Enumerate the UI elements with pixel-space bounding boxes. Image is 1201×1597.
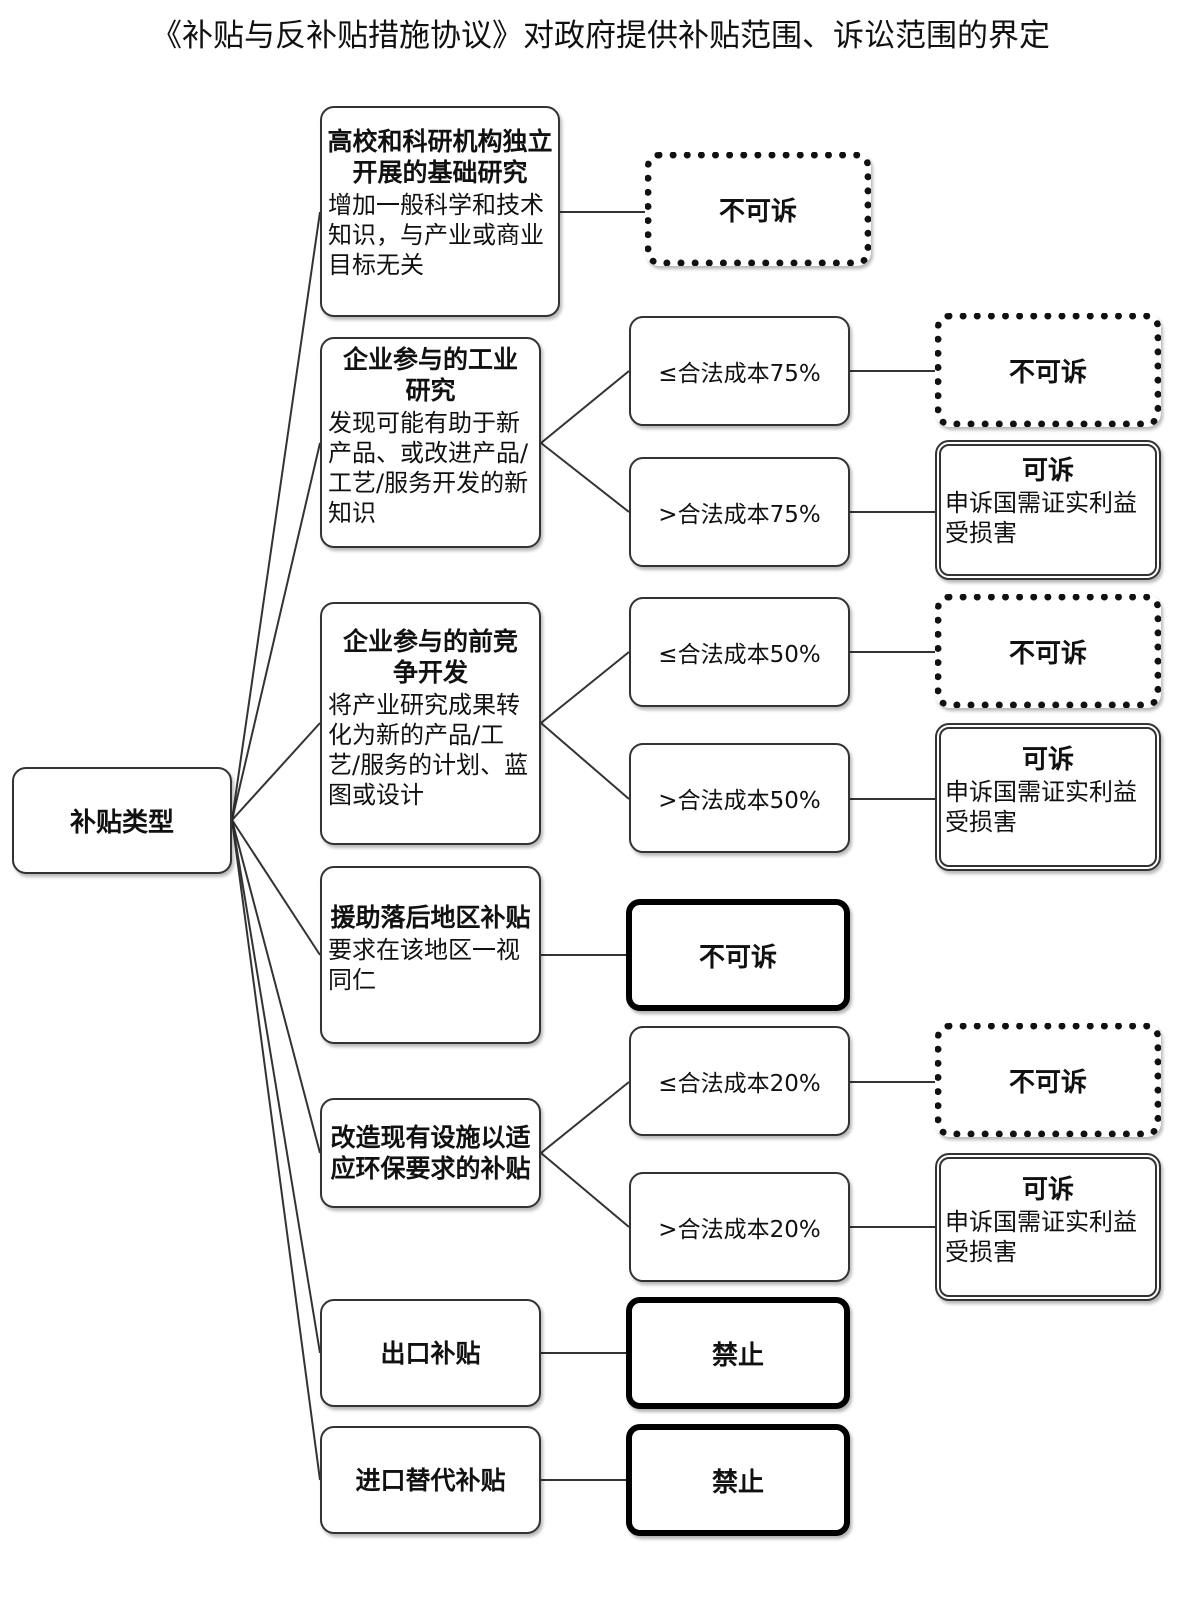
outcome-note: 申诉国需证实利益受损害: [945, 1208, 1137, 1266]
link-root-environmental: [231, 819, 321, 1154]
condition-precompetitive-high: >合法成本50%: [629, 743, 850, 853]
condition-industrial-high: >合法成本75%: [629, 457, 850, 567]
category-regional-aid: 援助落后地区补贴 要求在该地区一视同仁: [320, 866, 541, 1044]
outcome-export-prohibited: 禁止: [626, 1297, 850, 1409]
link-precomp-high: [540, 722, 630, 800]
category-title: 进口替代补贴: [355, 1465, 506, 1495]
link-root-export: [231, 819, 321, 1354]
category-basic-research: 高校和科研机构独立开展的基础研究 增加一般科学和技术知识，与产业或商业目标无关: [320, 106, 560, 317]
category-environmental-adaptation: 改造现有设施以适应环保要求的补贴: [320, 1098, 541, 1208]
outcome-title: 可诉: [1021, 1175, 1074, 1205]
condition-environmental-high: >合法成本20%: [629, 1172, 850, 1282]
category-title: 企业参与的前竞争开发: [342, 627, 518, 687]
link-root-industrial: [231, 442, 321, 821]
link-env-low: [540, 1081, 630, 1154]
outcome-precomp-low-not-actionable: 不可诉: [935, 594, 1161, 708]
outcome-industrial-low-not-actionable: 不可诉: [935, 313, 1161, 427]
link-root-import: [231, 819, 321, 1481]
category-description: 要求在该地区一视同仁: [328, 936, 520, 994]
outcome-env-low-not-actionable: 不可诉: [935, 1023, 1161, 1137]
category-title: 出口补贴: [380, 1338, 481, 1368]
category-description: 发现可能有助于新产品、或改进产品/工艺/服务开发的新知识: [328, 409, 529, 527]
link-precomp-low: [540, 651, 630, 724]
outcome-import-prohibited: 禁止: [626, 1424, 850, 1536]
outcome-basic-not-actionable: 不可诉: [645, 152, 871, 266]
category-description: 将产业研究成果转化为新的产品/工艺/服务的计划、蓝图或设计: [328, 691, 529, 809]
link-env-high: [540, 1152, 630, 1228]
link-root-basic: [231, 211, 321, 821]
outcome-title: 可诉: [1021, 456, 1074, 486]
condition-industrial-low: ≤合法成本75%: [629, 316, 850, 426]
category-title: 援助落后地区补贴: [330, 903, 531, 932]
category-description: 增加一般科学和技术知识，与产业或商业目标无关: [328, 191, 544, 279]
condition-environmental-low: ≤合法成本20%: [629, 1026, 850, 1136]
outcome-title: 可诉: [1021, 745, 1074, 775]
category-title: 企业参与的工业研究: [342, 345, 518, 405]
category-export-subsidy: 出口补贴: [320, 1299, 541, 1407]
link-root-precompetitive: [231, 722, 321, 821]
condition-precompetitive-low: ≤合法成本50%: [629, 597, 850, 707]
outcome-regional-not-actionable: 不可诉: [626, 899, 850, 1011]
page-title: 《补贴与反补贴措施协议》对政府提供补贴范围、诉讼范围的界定: [151, 18, 1050, 54]
link-root-regional: [231, 819, 321, 956]
link-industrial-high: [540, 442, 630, 513]
category-precompetitive-development: 企业参与的前竞争开发 将产业研究成果转化为新的产品/工艺/服务的计划、蓝图或设计: [320, 602, 541, 845]
link-industrial-low: [540, 370, 630, 444]
category-import-substitution: 进口替代补贴: [320, 1426, 541, 1534]
outcome-industrial-high-actionable: 可诉 申诉国需证实利益受损害: [935, 440, 1161, 580]
outcome-note: 申诉国需证实利益受损害: [945, 489, 1137, 547]
category-industrial-research: 企业参与的工业研究 发现可能有助于新产品、或改进产品/工艺/服务开发的新知识: [320, 337, 541, 548]
outcome-note: 申诉国需证实利益受损害: [945, 778, 1137, 836]
category-title: 改造现有设施以适应环保要求的补贴: [330, 1123, 531, 1183]
outcome-precomp-high-actionable: 可诉 申诉国需证实利益受损害: [935, 723, 1161, 871]
category-title: 高校和科研机构独立开展的基础研究: [327, 127, 553, 187]
root-node: 补贴类型: [12, 767, 232, 874]
outcome-env-high-actionable: 可诉 申诉国需证实利益受损害: [935, 1153, 1161, 1301]
